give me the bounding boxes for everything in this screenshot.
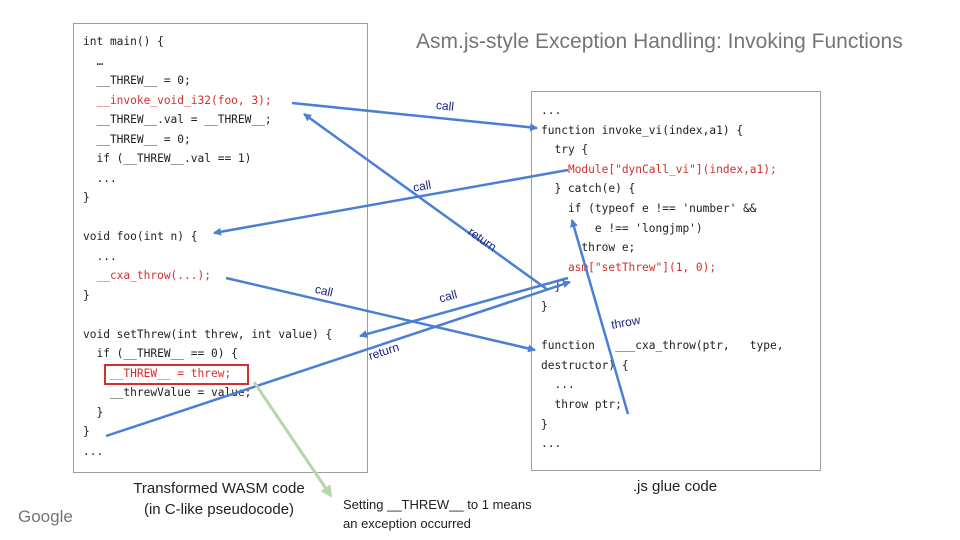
label-call-3: call — [314, 282, 335, 300]
slide-title: Asm.js-style Exception Handling: Invokin… — [416, 30, 903, 53]
label-return-1: return — [465, 225, 499, 254]
note-line2: an exception occurred — [343, 516, 471, 531]
wasm-caption-line1: Transformed WASM code — [133, 480, 305, 497]
label-call-1: call — [435, 98, 454, 114]
wasm-code-line: __threwValue = value; — [83, 386, 252, 399]
js-code-line: function ___cxa_throw(ptr, type, — [541, 339, 784, 353]
js-code-line: throw e; — [541, 241, 636, 255]
wasm-code-line: ... — [83, 171, 117, 185]
js-code-line: destructor) { — [541, 358, 629, 372]
wasm-code-line: } — [83, 405, 104, 419]
js-code-line: } catch(e) { — [541, 182, 636, 196]
js-code-line: Module["dynCall_vi"](index,a1); — [541, 162, 777, 176]
wasm-code-line: __THREW__ = threw; — [83, 366, 232, 380]
js-code-line: ... — [541, 378, 575, 392]
wasm-code-line: … — [83, 54, 104, 68]
arrow-invoke-to-invoke-vi — [291, 101, 538, 132]
label-call-4: call — [438, 287, 459, 305]
js-glue-code-box — [531, 91, 821, 471]
arrow-throw-to-catch — [570, 219, 630, 415]
js-code-line: ... — [541, 104, 562, 117]
arrow-dyncall-to-foo — [213, 168, 569, 236]
wasm-code-line: __THREW__ = 0; — [83, 74, 191, 87]
wasm-code-line: __invoke_void_i32(foo, 3); — [83, 93, 272, 107]
wasm-caption-line2: (in C-like pseudocode) — [143, 501, 295, 518]
js-code-line: try { — [541, 143, 589, 157]
wasm-code-line: } — [83, 191, 90, 204]
js-code-line: } — [541, 300, 548, 313]
js-code-line: asm["setThrew"](1, 0); — [541, 260, 717, 274]
threw-assignment-highlight — [104, 364, 249, 385]
note-line1: Setting __THREW__ to 1 means — [343, 497, 532, 512]
js-code-line: } — [541, 417, 548, 431]
wasm-code-line: } — [83, 425, 90, 438]
wasm-code-caption: Transformed WASM code (in C-like pseudoc… — [105, 478, 333, 520]
google-logo: Google — [18, 507, 73, 526]
wasm-code-line: ... — [83, 444, 104, 458]
wasm-code-line: __THREW__ = 0; — [83, 132, 191, 146]
arrow-return-to-main — [303, 112, 549, 292]
js-code-line: e !== 'longjmp') — [541, 221, 703, 235]
wasm-code-line: __THREW__.val = __THREW__; — [83, 113, 272, 126]
arrow-return-to-catch — [105, 280, 571, 438]
arrow-setthrew-call — [359, 276, 569, 338]
wasm-code-line: __cxa_throw(...); — [83, 269, 211, 282]
js-code-line: ... — [541, 437, 562, 451]
note-pointer-arrow — [252, 381, 333, 498]
label-return-2: return — [367, 340, 401, 363]
wasm-code-line: void foo(int n) { — [83, 230, 198, 243]
wasm-code-line: if (__THREW__.val == 1) — [83, 152, 252, 165]
wasm-code-line: void setThrew(int threw, int value) { — [83, 327, 333, 341]
js-code-caption: .js glue code — [632, 478, 718, 495]
wasm-code-line: ... — [83, 249, 117, 263]
wasm-code-line: int main() { — [83, 35, 164, 48]
js-code-line: throw ptr; — [541, 398, 622, 411]
arrow-cxa-to-cxa-throw — [225, 276, 536, 353]
label-call-2: call — [412, 178, 432, 195]
wasm-code-line: if (__THREW__ == 0) { — [83, 347, 238, 360]
js-code-line: function invoke_vi(index,a1) { — [541, 123, 744, 137]
js-code-line: if (typeof e !== 'number' && — [541, 202, 757, 215]
label-throw: throw — [610, 313, 642, 332]
wasm-code-line: } — [83, 288, 90, 302]
threw-note: Setting __THREW__ to 1 means an exceptio… — [343, 495, 532, 533]
